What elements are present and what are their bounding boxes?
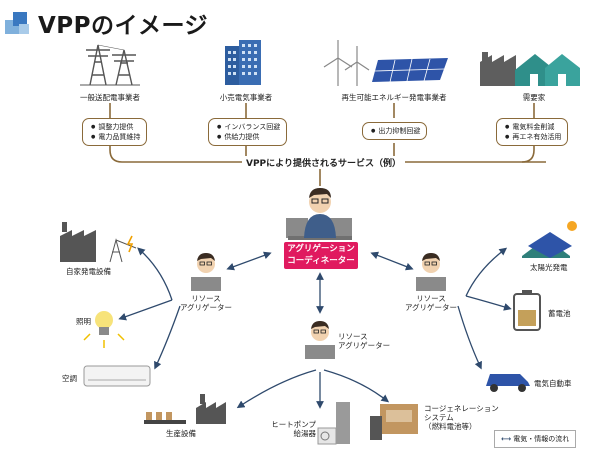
service-item: 調整力提供 <box>91 122 140 132</box>
coordinator-label-line2: コーディネーター <box>287 256 355 266</box>
coordinator-label-line1: アグリゲーション <box>287 244 355 254</box>
label-line: システム <box>424 413 454 422</box>
power-tower-icon <box>80 44 140 86</box>
label-line: アグリゲーター <box>338 341 391 350</box>
electric-vehicle-icon <box>486 374 530 392</box>
label-private-generator: 自家発電設備 <box>66 267 111 276</box>
label-consumer: 需要家 <box>522 93 546 102</box>
wind-turbine-icon <box>323 40 370 86</box>
legend: ⟷ 電気・情報の流れ <box>494 430 577 448</box>
label-line: リソース <box>416 294 446 303</box>
battery-icon <box>513 290 541 331</box>
lighting-icon <box>83 311 125 348</box>
label-line: アグリゲーター <box>404 303 458 312</box>
production-equipment-icon <box>144 394 226 424</box>
resource-aggregator-left-icon <box>191 253 221 291</box>
private-generator-icon <box>60 222 137 263</box>
services-title: VPPにより提供されるサービス（例） <box>242 156 405 169</box>
service-box-consumer: 電気料金削減 再エネ有効活用 <box>496 118 569 146</box>
service-item: 再エネ有効活用 <box>505 132 561 142</box>
factory-icon <box>480 52 516 86</box>
label-air-conditioner: 空調 <box>62 374 77 383</box>
cogeneration-icon <box>370 404 418 440</box>
service-box-retail: インバランス回避 供給力提供 <box>208 118 288 146</box>
label-line: コージェネレーション <box>424 404 499 413</box>
service-item: 電力品質維持 <box>91 132 140 142</box>
label-transmission-operator: 一般送配電事業者 <box>80 93 140 102</box>
resource-aggregator-right-icon <box>416 253 446 291</box>
label-cogeneration: コージェネレーション システム （燃料電池等） <box>424 404 499 431</box>
title-logo <box>5 12 35 38</box>
resource-aggregator-left-label: リソース アグリゲーター <box>176 294 236 312</box>
coordinator-icon <box>286 188 352 240</box>
resource-aggregator-right-label: リソース アグリゲーター <box>401 294 461 312</box>
service-item: インバランス回避 <box>217 122 280 132</box>
label-line: ヒートポンプ <box>271 420 316 429</box>
house-icon <box>515 54 580 86</box>
service-item: 電気料金削減 <box>505 122 561 132</box>
service-item: 出力抑制回避 <box>371 126 420 136</box>
label-electric-vehicle: 電気自動車 <box>534 379 572 388</box>
label-production-equipment: 生産設備 <box>166 429 196 438</box>
label-battery: 蓄電池 <box>548 309 571 318</box>
label-line: 給湯器 <box>293 429 317 438</box>
label-line: アグリゲーター <box>179 303 233 312</box>
label-line: リソース <box>191 294 221 303</box>
service-box-transmission: 調整力提供 電力品質維持 <box>82 118 148 146</box>
resource-aggregator-bottom-label: リソース アグリゲーター <box>338 332 390 350</box>
label-lighting: 照明 <box>76 317 91 326</box>
solar-panel-icon <box>372 58 448 83</box>
legend-label: 電気・情報の流れ <box>513 435 570 443</box>
resource-aggregator-bottom-icon <box>305 321 335 359</box>
service-box-renewable: 出力抑制回避 <box>362 122 428 140</box>
double-arrow-icon: ⟷ <box>501 435 512 443</box>
service-item: 供給力提供 <box>217 132 280 142</box>
air-conditioner-icon <box>83 365 151 387</box>
label-heat-pump: ヒートポンプ 給湯器 <box>266 420 316 438</box>
label-line: （燃料電池等） <box>424 422 477 431</box>
heat-pump-icon <box>317 402 350 445</box>
label-retail-electricity: 小売電気事業者 <box>219 93 273 102</box>
aggregation-coordinator-box: アグリゲーション コーディネーター <box>284 242 358 269</box>
page-title: VPPのイメージ <box>38 13 209 39</box>
solar-power-icon <box>522 221 577 258</box>
label-line: リソース <box>338 332 368 341</box>
office-building-icon <box>225 40 261 85</box>
label-solar-power: 太陽光発電 <box>530 263 568 272</box>
label-renewable-generator: 再生可能エネルギー発電事業者 <box>341 93 447 102</box>
